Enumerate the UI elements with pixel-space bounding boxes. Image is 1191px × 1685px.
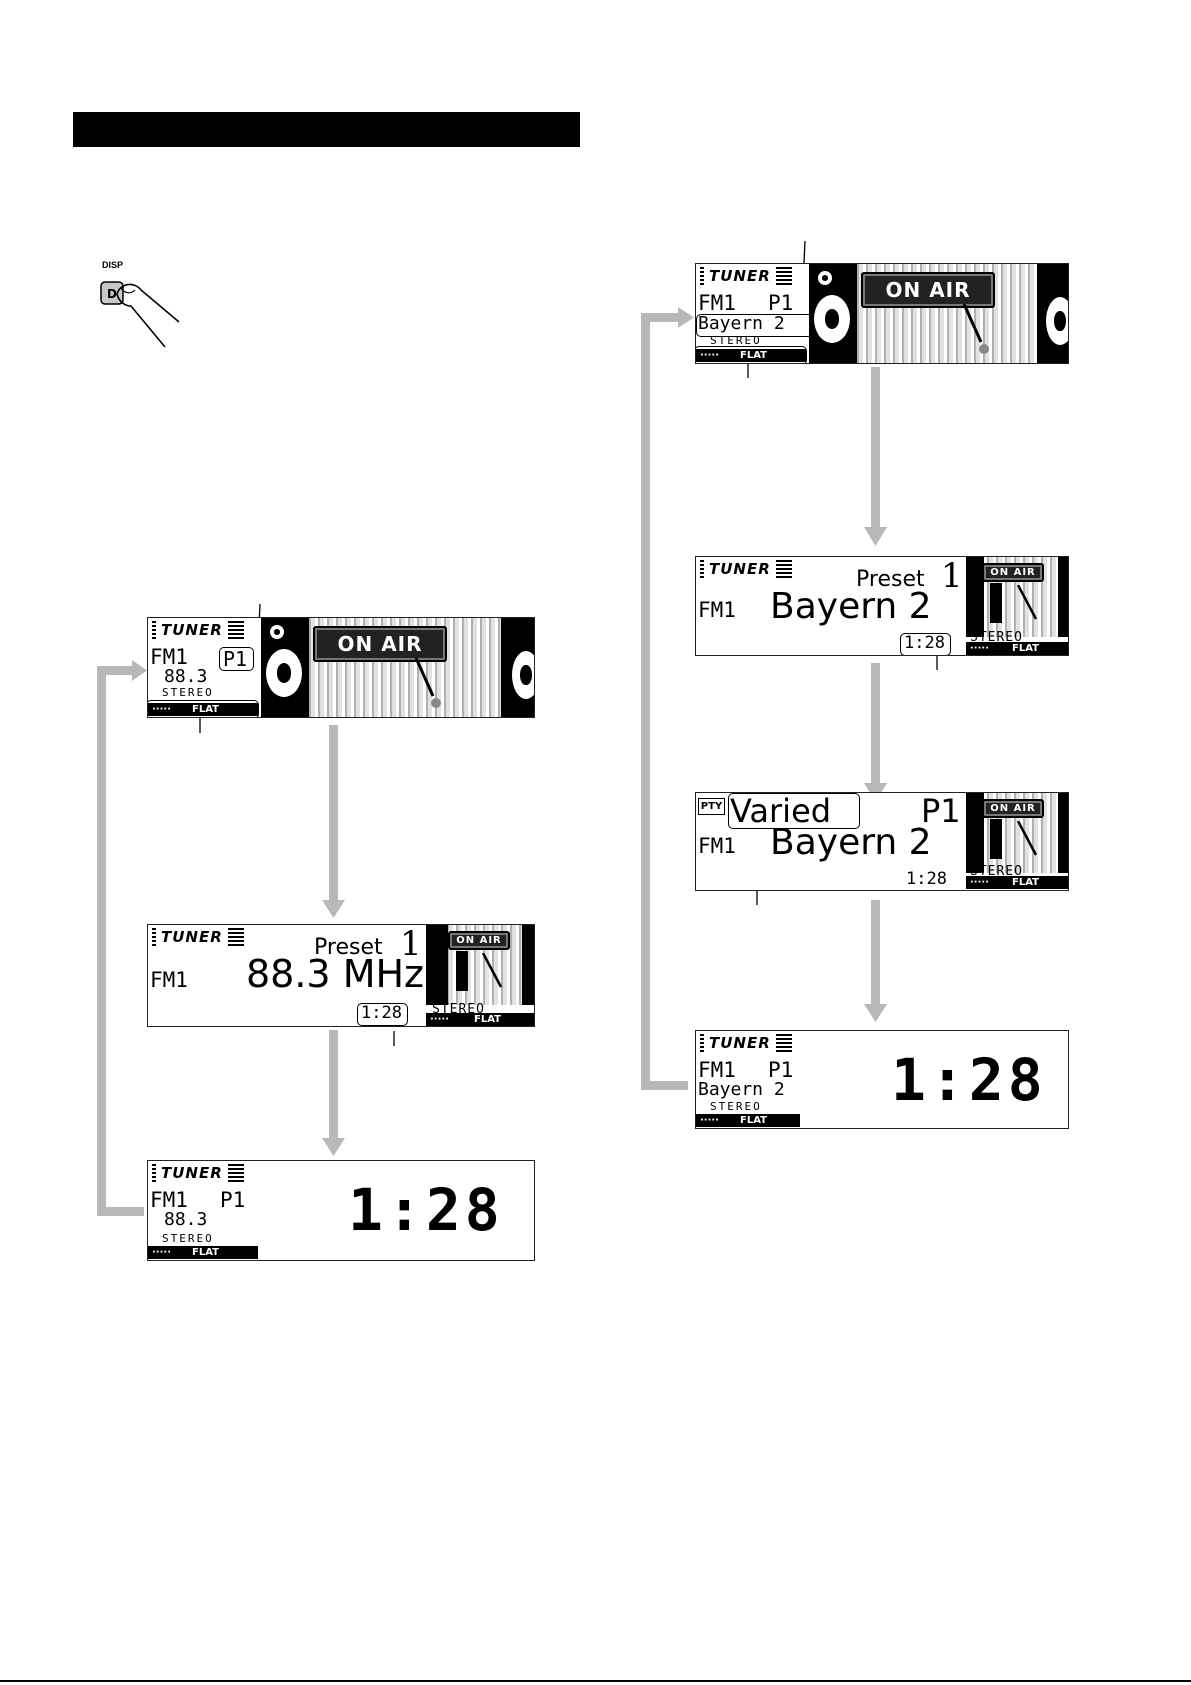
pty-logo-icon: PTY	[698, 798, 725, 815]
lcd-tuner-clock-large: TUNER FM1 P1 88.3 STEREO ·····FLAT 1:28	[147, 1160, 535, 1261]
sound-mode-bar: ·····FLAT	[696, 1114, 800, 1127]
stereo-label: STEREO	[710, 334, 762, 347]
sound-mode-bar: ·····FLAT	[148, 703, 258, 716]
frequency-label: 88.3	[164, 666, 208, 687]
preset-callout	[219, 647, 254, 671]
lcd-tuner-preset-freq-clock: TUNER Preset 1 FM1 88.3 MHz 1:28 ON AIR …	[147, 924, 535, 1027]
tuner-logo-icon: TUNER	[700, 560, 792, 578]
clock-callout	[900, 633, 951, 655]
sound-mode-callout	[696, 346, 807, 363]
pty-callout	[728, 793, 860, 829]
clock-small: 1:28	[361, 1003, 402, 1023]
clock-large: 1:28	[891, 1046, 1047, 1114]
tuner-logo-icon: TUNER	[152, 928, 244, 946]
frequency-label: 88.3	[164, 1209, 208, 1230]
animation-graphic: ON AIR	[809, 264, 1068, 363]
preset-label: P1	[768, 291, 794, 315]
station-name: Bayern 2	[698, 1079, 785, 1100]
on-air-sign: ON AIR	[982, 799, 1044, 818]
stereo-label: STEREO	[710, 1100, 762, 1113]
clock-callout	[357, 1003, 408, 1026]
lcd-tuner-freq-preset: TUNER FM1 P1 88.3 STEREO ·····FLAT ON AI…	[147, 617, 535, 718]
disp-button-press-icon[interactable]: D	[95, 272, 190, 352]
band-label: FM1	[150, 645, 188, 669]
stereo-label: STEREO	[162, 1232, 214, 1245]
sound-mode-bar: ·····FLAT	[426, 1013, 534, 1026]
tuner-logo-icon: TUNER	[700, 267, 792, 285]
stereo-label: STEREO	[432, 1002, 485, 1017]
band-label: FM1	[150, 968, 188, 992]
station-display: Bayern 2	[770, 586, 932, 627]
animation-graphic: ON AIR	[966, 793, 1068, 873]
on-air-sign: ON AIR	[982, 563, 1044, 582]
animation-graphic: ON AIR	[966, 557, 1068, 637]
on-air-sign: ON AIR	[861, 272, 995, 308]
clock-large: 1:28	[348, 1176, 504, 1244]
tuner-logo-icon: TUNER	[152, 1164, 244, 1182]
pty-code: Varied	[730, 792, 832, 830]
preset-label: P1	[223, 647, 248, 671]
stereo-label: STEREO	[970, 630, 1023, 645]
preset-label: P1	[220, 1188, 246, 1212]
stereo-label: STEREO	[970, 864, 1023, 879]
page-bottom-rule	[0, 1680, 1191, 1682]
sound-mode-callout	[148, 700, 259, 717]
on-air-sign: ON AIR	[313, 626, 447, 662]
tuner-logo-icon: TUNER	[152, 621, 244, 639]
band-label: FM1	[698, 291, 736, 315]
stereo-label: STEREO	[162, 686, 214, 699]
preset-number: 1	[941, 556, 963, 596]
disp-button-label: DISP	[102, 260, 124, 270]
on-air-sign: ON AIR	[448, 931, 510, 950]
animation-graphic: ON AIR	[261, 618, 534, 717]
sound-mode-bar: ·····FLAT	[148, 1246, 258, 1259]
disp-key-letter: D	[107, 287, 117, 301]
section-header-bar	[73, 112, 580, 147]
preset-label: P1	[768, 1058, 794, 1082]
lcd-tuner-preset-station-clock: TUNER Preset 1 FM1 Bayern 2 1:28 ON AIR …	[695, 556, 1069, 656]
band-label: FM1	[698, 598, 736, 622]
lcd-pty-station-clock: PTY Varied P1 FM1 Bayern 2 1:28 ON AIR S…	[695, 792, 1069, 891]
clock-small: 1:28	[904, 633, 945, 653]
sound-mode-bar: ·····FLAT	[696, 349, 806, 362]
band-label: FM1	[698, 834, 736, 858]
band-label: FM1	[698, 1058, 736, 1082]
clock-small: 1:28	[906, 869, 947, 889]
preset-number: 1	[400, 924, 422, 964]
band-label: FM1	[150, 1188, 188, 1212]
sound-mode-bar: ·····FLAT	[966, 642, 1068, 655]
preset-label: P1	[921, 792, 961, 830]
tuner-logo-icon: TUNER	[700, 1034, 792, 1052]
frequency-display: 88.3 MHz	[246, 952, 424, 996]
station-name: Bayern 2	[698, 313, 785, 334]
animation-graphic: ON AIR	[426, 925, 534, 1005]
lcd-tuner-station-preset: TUNER FM1 P1 Bayern 2 STEREO ·····FLAT O…	[695, 263, 1069, 364]
station-display: Bayern 2	[770, 822, 932, 863]
sound-mode-bar: ·····FLAT	[966, 876, 1068, 889]
preset-word: Preset	[856, 567, 925, 592]
preset-word: Preset	[314, 935, 383, 960]
lcd-tuner-clock-large: TUNER FM1 P1 Bayern 2 STEREO ·····FLAT 1…	[695, 1030, 1069, 1129]
